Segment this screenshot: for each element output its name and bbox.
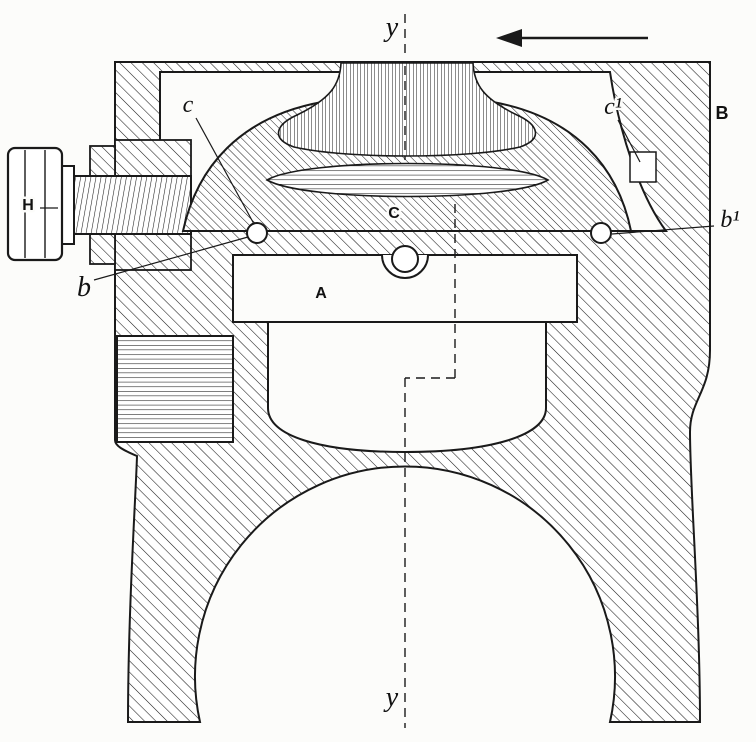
flange-upper bbox=[89, 145, 116, 177]
label-y-bottom: y bbox=[383, 682, 399, 713]
boss-upper bbox=[114, 139, 192, 177]
valve-stem bbox=[277, 62, 537, 157]
valve-end-notch bbox=[629, 151, 657, 183]
label-c: c bbox=[183, 92, 194, 118]
bolt-threads bbox=[73, 175, 192, 235]
leader-c1 bbox=[617, 119, 641, 163]
label-b1: b¹ bbox=[720, 207, 739, 233]
leader-c bbox=[195, 117, 255, 225]
flange-lower bbox=[89, 233, 116, 265]
leader-b bbox=[93, 236, 249, 281]
label-b: b bbox=[77, 272, 91, 303]
leader-b1 bbox=[611, 225, 715, 235]
arrow-head bbox=[496, 29, 522, 47]
label-A: A bbox=[315, 285, 327, 302]
bolt-hex-head bbox=[6, 146, 64, 262]
port-circle-left bbox=[246, 222, 268, 244]
label-y-top: y bbox=[383, 12, 399, 43]
label-H: H bbox=[22, 197, 34, 214]
label-B: B bbox=[716, 103, 729, 123]
label-C: C bbox=[388, 205, 400, 222]
port-circle-right bbox=[590, 222, 612, 244]
label-c1: c¹ bbox=[604, 94, 622, 120]
steam-port-lens bbox=[265, 162, 550, 198]
direction-arrow bbox=[496, 29, 648, 47]
packing-block bbox=[116, 335, 234, 443]
boss-lower bbox=[114, 233, 192, 271]
center-pin-circle bbox=[391, 245, 419, 273]
